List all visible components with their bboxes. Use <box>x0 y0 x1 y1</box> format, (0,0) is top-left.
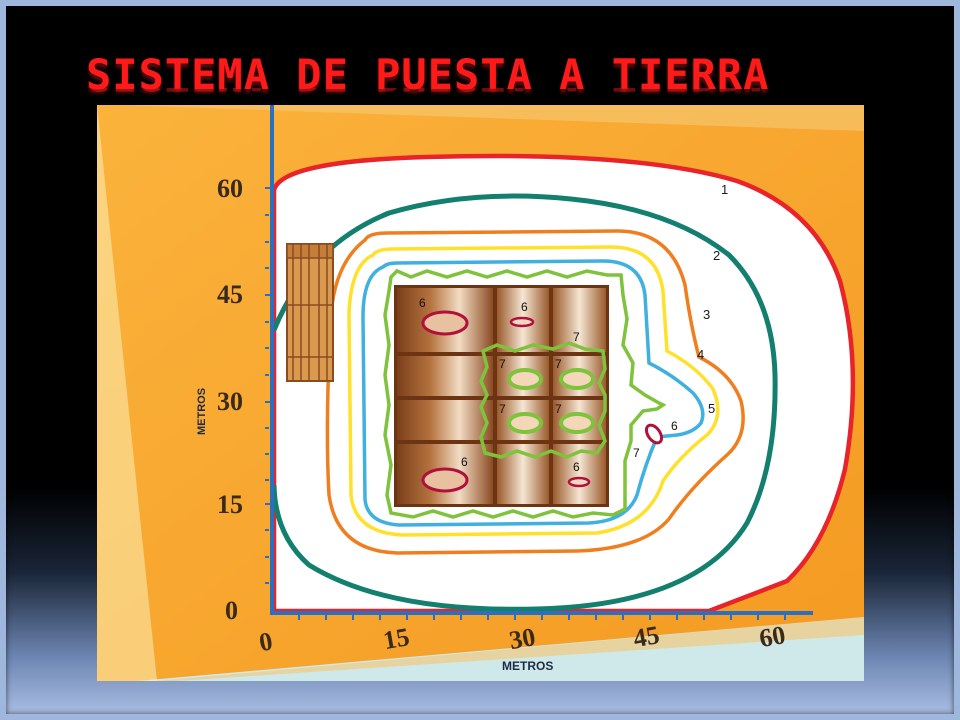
grid-label-6: 6 <box>521 300 528 314</box>
contour-6-oval <box>567 476 591 488</box>
x-tick-label: 15 <box>381 622 412 655</box>
grid-label-7: 7 <box>555 357 562 371</box>
slide-title-reflection: SISTEMA DE PUESTA A TIERRA <box>86 88 846 100</box>
y-tick-label: 0 <box>225 596 238 625</box>
x-tick-label: 30 <box>507 622 538 655</box>
contour-2 <box>271 193 778 612</box>
grid-cell <box>553 288 606 352</box>
contour-label: 5 <box>708 401 715 416</box>
contour-label: 3 <box>703 307 710 322</box>
building-body <box>286 243 334 382</box>
grid-cell <box>397 356 493 396</box>
grid-label-7: 7 <box>499 357 506 371</box>
paper-fold <box>97 105 157 681</box>
diagram-svg: 60 45 30 15 0 0 15 30 45 60 METROS METRO… <box>97 105 864 681</box>
grid-label-7: 7 <box>499 402 506 416</box>
building-roof <box>286 243 334 259</box>
contour-6-oval <box>421 310 469 336</box>
y-tick-label: 45 <box>217 280 243 309</box>
contour-7-ring <box>559 368 595 390</box>
contour-7 <box>383 268 667 519</box>
contour-3 <box>325 229 745 555</box>
contour-label: 2 <box>713 248 720 263</box>
contour-label: 4 <box>697 347 704 362</box>
x-axis-title: METROS <box>502 659 553 673</box>
paper-edge <box>103 105 864 131</box>
contour-7-ring <box>507 412 543 434</box>
grid-label-6: 6 <box>573 460 580 474</box>
contour-4 <box>347 245 720 537</box>
contour-7-ring <box>507 368 543 390</box>
grid-label-6: 6 <box>461 455 468 469</box>
paper-bottom-edge <box>157 617 864 681</box>
x-tick-label: 0 <box>257 626 275 657</box>
grid-cell <box>397 400 493 440</box>
grid-label-6: 6 <box>419 296 426 310</box>
y-tick-label: 15 <box>217 490 243 519</box>
contour-7-ring <box>559 412 595 434</box>
x-tick-label: 45 <box>631 620 662 653</box>
building <box>286 243 334 382</box>
contour-6-oval-outside <box>644 423 664 445</box>
contour-5 <box>361 259 705 527</box>
x-axis-ticks <box>298 613 786 620</box>
y-axis-title: METROS <box>196 388 208 435</box>
y-tick-label: 30 <box>217 387 243 416</box>
slide-title: SISTEMA DE PUESTA A TIERRA <box>86 50 770 99</box>
contour-6-oval <box>421 467 469 493</box>
x-tick-label: 60 <box>757 620 788 653</box>
contour-label: 1 <box>721 182 728 197</box>
y-axis-ticks <box>265 187 272 584</box>
grid-label-7: 7 <box>555 402 562 416</box>
grounding-diagram: 60 45 30 15 0 0 15 30 45 60 METROS METRO… <box>97 105 864 681</box>
grid-label-7: 7 <box>573 330 580 344</box>
contour-7-inner <box>479 341 607 459</box>
contour-6-oval <box>509 316 535 328</box>
outside-label-7: 7 <box>633 446 640 460</box>
y-tick-label: 60 <box>217 174 243 203</box>
outside-label-6: 6 <box>671 419 678 433</box>
